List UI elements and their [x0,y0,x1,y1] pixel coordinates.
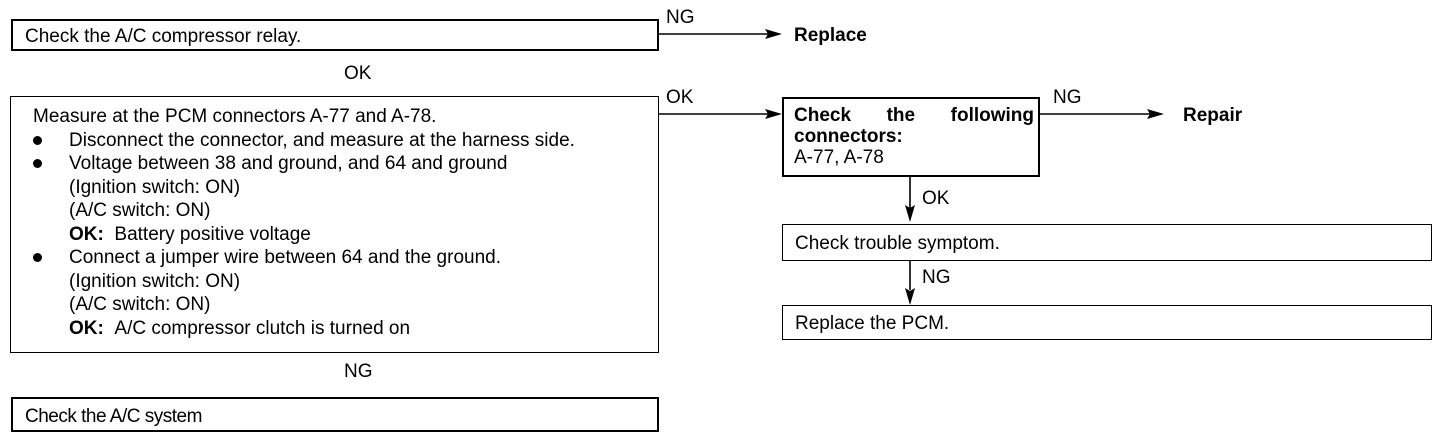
symptom-ng-label: NG [922,267,951,288]
measure-pcm-box: Measure at the PCM connectors A-77 and A… [10,96,659,353]
connectors-ok-label: OK [922,188,950,209]
symptom-ng-arrowhead [905,288,915,305]
ac-system-check-text: Check the A/C system [25,406,202,427]
measure-title-text: Measure at the PCM connectors A-77 and A… [33,106,437,127]
measure-ng-label: NG [344,361,373,382]
bullet-item-voltage: Voltage between 38 and ground, and 64 an… [33,152,658,176]
bullet3-ok-text: A/C compressor clutch is turned on [114,317,411,339]
bullet2-ok-label: OK: [69,223,104,245]
connectors-ng-arrowhead [1147,109,1164,119]
connectors-check-box: Check the following connectors: A-77, A-… [782,97,1040,177]
bullet-dot-icon [33,159,42,168]
connectors-line2: connectors: [794,126,903,147]
connectors-ok-arrowhead [905,205,915,222]
bullet-dot-icon [33,253,42,262]
relay-ng-result: Replace [794,25,867,46]
relay-ng-label: NG [666,7,695,28]
connectors-line1: Check the following [794,105,1034,126]
bullet3-ac-switch: (A/C switch: ON) [69,294,211,315]
relay-ok-label: OK [344,63,372,84]
bullet-item-jumper: Connect a jumper wire between 64 and the… [33,246,658,270]
replace-pcm-text: Replace the PCM. [795,313,950,334]
bullet2-ignition: (Ignition switch: ON) [69,176,241,198]
bullet-item-disconnect: Disconnect the connector, and measure at… [33,129,658,153]
bullet3-ok-label: OK: [69,317,104,339]
measure-title: Measure at the PCM connectors A-77 and A… [33,105,658,129]
bullet2-ac-switch: (A/C switch: ON) [69,200,211,221]
ac-system-check-box: Check the A/C system [11,397,659,432]
bullet1-text: Disconnect the connector, and measure at… [69,129,575,151]
measure-ok-label: OK [666,87,694,108]
connectors-line3: A-77, A-78 [794,147,884,168]
bullet2-text: Voltage between 38 and ground, and 64 an… [69,153,508,174]
bullet2-ok-row: OK: Battery positive voltage [33,223,658,247]
bullet3-text: Connect a jumper wire between 64 and the… [69,247,501,268]
bullet3-ignition: (Ignition switch: ON) [69,270,241,292]
symptom-check-box: Check trouble symptom. [782,224,1432,261]
relay-check-text: Check the A/C compressor relay. [25,26,302,47]
connectors-ng-label: NG [1053,87,1082,108]
connectors-check-text: Check the following connectors: A-77, A-… [794,105,1034,168]
bullet3-ok-row: OK: A/C compressor clutch is turned on [33,317,658,341]
measure-ok-arrowhead [765,109,782,119]
relay-check-box: Check the A/C compressor relay. [11,19,659,51]
bullet2-ok-text: Battery positive voltage [114,223,311,245]
bullet-dot-icon [33,135,42,145]
symptom-check-text: Check trouble symptom. [795,233,1000,254]
replace-pcm-box: Replace the PCM. [782,305,1432,340]
relay-ng-arrowhead [765,29,782,39]
connectors-ng-result: Repair [1183,105,1243,126]
